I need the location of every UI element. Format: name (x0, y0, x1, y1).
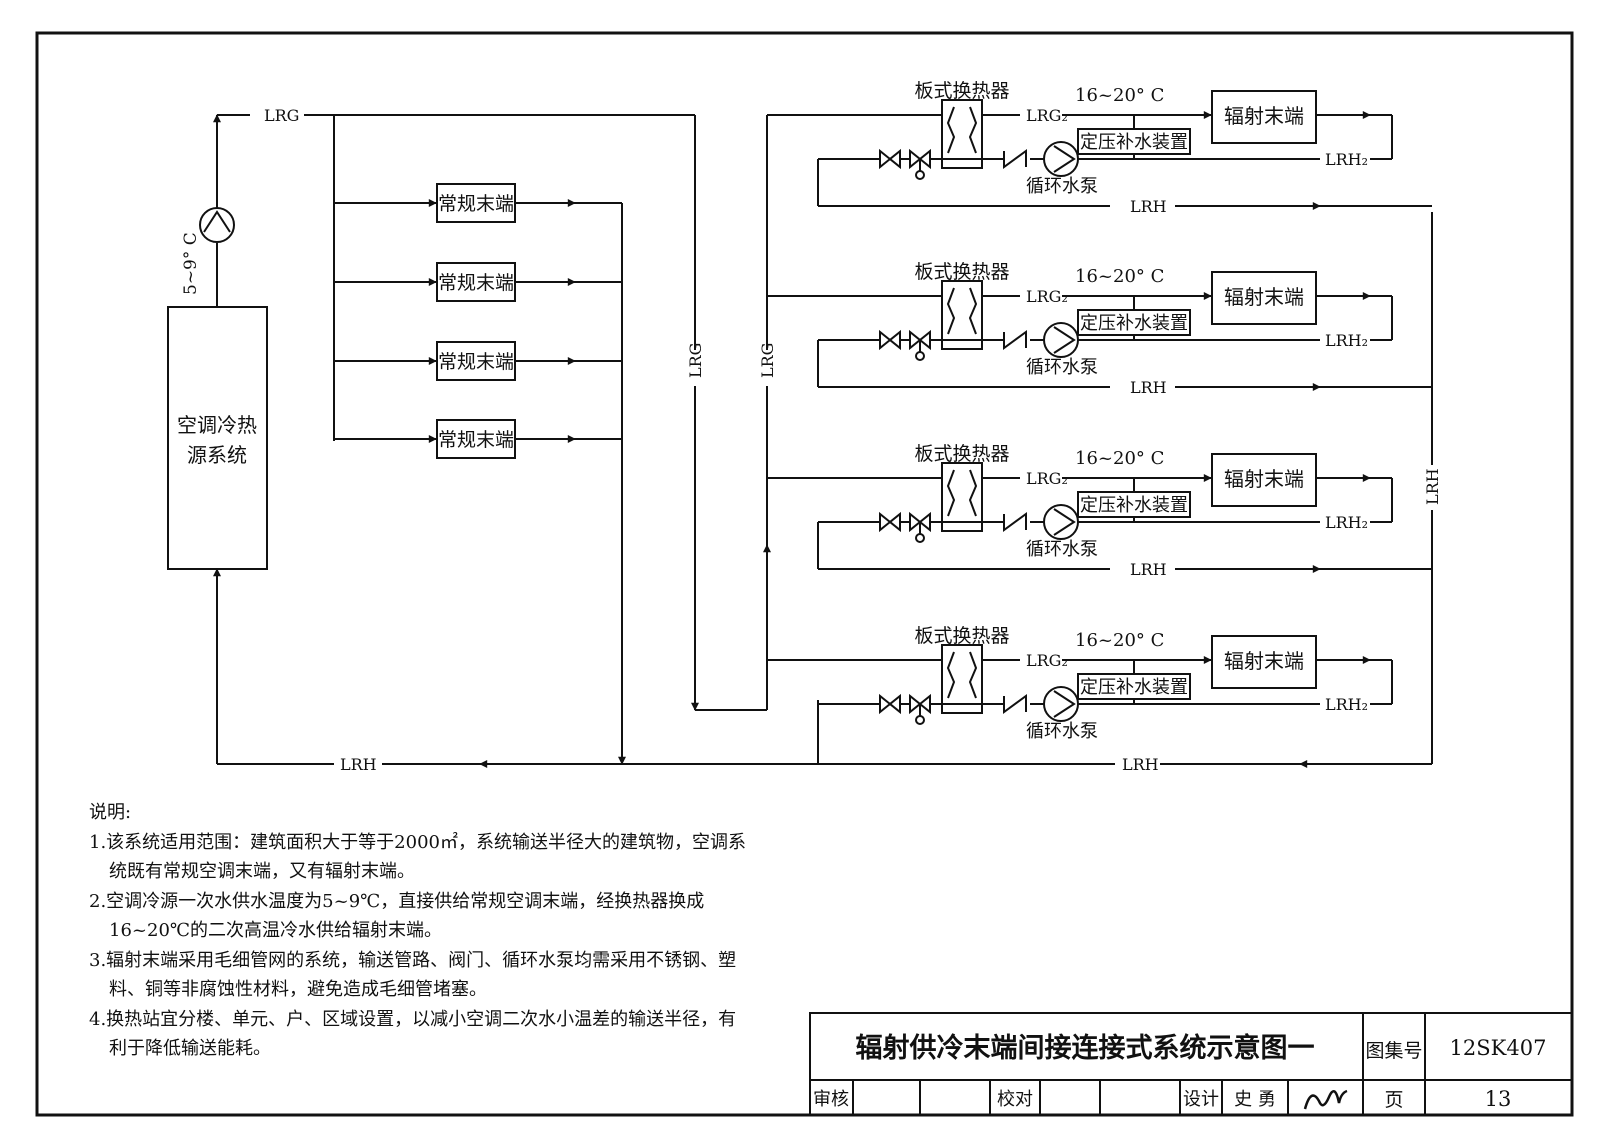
plate-hx-icon (941, 280, 983, 350)
radiant-terminal-box (1211, 635, 1317, 689)
designer-signature (1303, 1089, 1348, 1110)
drawing-frame (35, 31, 1574, 1117)
lrg2-label: LRG₂ (1026, 651, 1068, 670)
radiant-terminal-label: 辐射末端 (1224, 649, 1304, 673)
radiant-terminal-box (1211, 271, 1317, 325)
pump-label: 循环水泵 (1026, 539, 1098, 560)
lrh-vertical-label: LRH (1423, 468, 1442, 505)
review-label: 审核 (813, 1089, 849, 1110)
lrh-branch-label: LRH (1130, 197, 1167, 216)
hx-label: 板式换热器 (914, 443, 1009, 465)
note-item-1: 1.该系统适用范围：建筑面积大于等于2000㎡，系统输送半径大的建筑物，空调系统… (89, 831, 746, 883)
designer-name: 史 勇 (1234, 1089, 1276, 1110)
lrg-mid-label: LRG (686, 343, 705, 378)
lrh-branch-label: LRH (1130, 560, 1167, 579)
pressure-device-box (1077, 491, 1191, 518)
radiant-terminal-label: 辐射末端 (1224, 285, 1304, 309)
drawing-title: 辐射供冷末端间接连接式系统示意图一 (856, 1032, 1315, 1064)
conventional-terminal-box (436, 419, 516, 459)
conventional-terminal-label: 常规末端 (438, 272, 514, 294)
lrh-bottom-right-label: LRH (1122, 755, 1159, 774)
primary-circuit: 空调冷热 源系统 5~9° C LRG LRG LRG LRH LRH (167, 106, 1442, 774)
lrg-riser-label: LRG (758, 343, 777, 378)
radiant-module: 板式换热器 LRG₂ 16~20° C 定压补水装置 辐射末端 LRH₂ 循环水泵 LRH (767, 80, 1432, 216)
plate-hx-icon (941, 462, 983, 532)
control-valve-icon (909, 329, 931, 351)
atlas-label: 图集号 (1365, 1040, 1422, 1062)
pump-label: 循环水泵 (1026, 721, 1098, 742)
source-label-2: 源系统 (187, 443, 247, 467)
pressure-device-label: 定压补水装置 (1080, 313, 1188, 334)
source-label-1: 空调冷热 (177, 413, 257, 437)
radiant-module: 板式换热器 LRG₂ 16~20° C 定压补水装置 辐射末端 LRH₂ 循环水泵 (767, 625, 1393, 751)
note-item-4: 4.换热站宜分楼、单元、户、区域设置，以减小空调二次水小温差的输送半径，有利于降… (89, 1008, 737, 1060)
notes-title: 说明: (89, 802, 132, 823)
lrh-branch-label: LRH (1130, 378, 1167, 397)
control-valve-icon (909, 148, 931, 170)
radiant-module: 板式换热器 LRG₂ 16~20° C 定压补水装置 辐射末端 LRH₂ 循环水泵 LRH (767, 443, 1432, 579)
pump-label: 循环水泵 (1026, 176, 1098, 197)
conventional-terminal-box (436, 183, 516, 223)
atlas-number: 12SK407 (1450, 1036, 1547, 1060)
note-item-3: 3.辐射末端采用毛细管网的系统，输送管路、阀门、循环水泵均需采用不锈钢、塑料、铜… (89, 949, 737, 1001)
lrh2-label: LRH₂ (1325, 695, 1368, 714)
lrg-top-label: LRG (264, 106, 299, 125)
secondary-temp-label: 16~20° C (1075, 266, 1164, 287)
secondary-temp-label: 16~20° C (1075, 630, 1164, 651)
lrg2-label: LRG₂ (1026, 287, 1068, 306)
check-valve-icon (1003, 694, 1027, 714)
radiant-terminal-box (1211, 90, 1317, 144)
pressure-device-label: 定压补水装置 (1080, 132, 1188, 153)
conventional-terminal-label: 常规末端 (438, 429, 514, 451)
pressure-device-label: 定压补水装置 (1080, 677, 1188, 698)
radiant-module: 板式换热器 LRG₂ 16~20° C 定压补水装置 辐射末端 LRH₂ 循环水泵 LRH (767, 261, 1432, 397)
radiant-terminal-box (1211, 453, 1317, 507)
check-valve-icon (1003, 512, 1027, 532)
plate-hx-icon (941, 99, 983, 169)
hx-label: 板式换热器 (914, 625, 1009, 647)
hx-label: 板式换热器 (914, 261, 1009, 283)
pressure-device-label: 定压补水装置 (1080, 495, 1188, 516)
shutoff-valve-icon (879, 511, 901, 533)
design-label: 设计 (1183, 1089, 1219, 1110)
control-valve-icon (909, 511, 931, 533)
check-label: 校对 (997, 1089, 1033, 1110)
secondary-temp-label: 16~20° C (1075, 448, 1164, 469)
lrh2-label: LRH₂ (1325, 150, 1368, 169)
pressure-device-box (1077, 128, 1191, 155)
shutoff-valve-icon (879, 148, 901, 170)
control-valve-icon (909, 693, 931, 715)
lrg2-label: LRG₂ (1026, 106, 1068, 125)
pump-label: 循环水泵 (1026, 357, 1098, 378)
shutoff-valve-icon (879, 329, 901, 351)
radiant-terminal-label: 辐射末端 (1224, 467, 1304, 491)
notes: 说明: 1.该系统适用范围：建筑面积大于等于2000㎡，系统输送半径大的建筑物，… (89, 798, 749, 1064)
page-label: 页 (1384, 1089, 1403, 1111)
conventional-terminal-box (436, 341, 516, 381)
check-valve-icon (1003, 330, 1027, 350)
check-valve-icon (1003, 149, 1027, 169)
page-number: 13 (1485, 1087, 1512, 1111)
title-block: 辐射供冷末端间接连接式系统示意图一 图集号 12SK407 审核 校对 设计 史… (809, 1012, 1573, 1116)
conventional-terminal-label: 常规末端 (438, 351, 514, 373)
lrh2-label: LRH₂ (1325, 513, 1368, 532)
shutoff-valve-icon (879, 693, 901, 715)
lrh2-label: LRH₂ (1325, 331, 1368, 350)
hx-label: 板式换热器 (914, 80, 1009, 102)
radiant-terminal-label: 辐射末端 (1224, 104, 1304, 128)
primary-temp-label: 5~9° C (181, 232, 201, 295)
secondary-temp-label: 16~20° C (1075, 85, 1164, 106)
plate-hx-icon (941, 644, 983, 714)
lrh-bottom-left-label: LRH (340, 755, 377, 774)
note-item-2: 2.空调冷源一次水供水温度为5~9℃，直接供给常规空调末端，经换热器换成16~2… (89, 890, 705, 942)
source-box (167, 306, 268, 570)
lrg2-label: LRG₂ (1026, 469, 1068, 488)
conventional-terminal-label: 常规末端 (438, 193, 514, 215)
